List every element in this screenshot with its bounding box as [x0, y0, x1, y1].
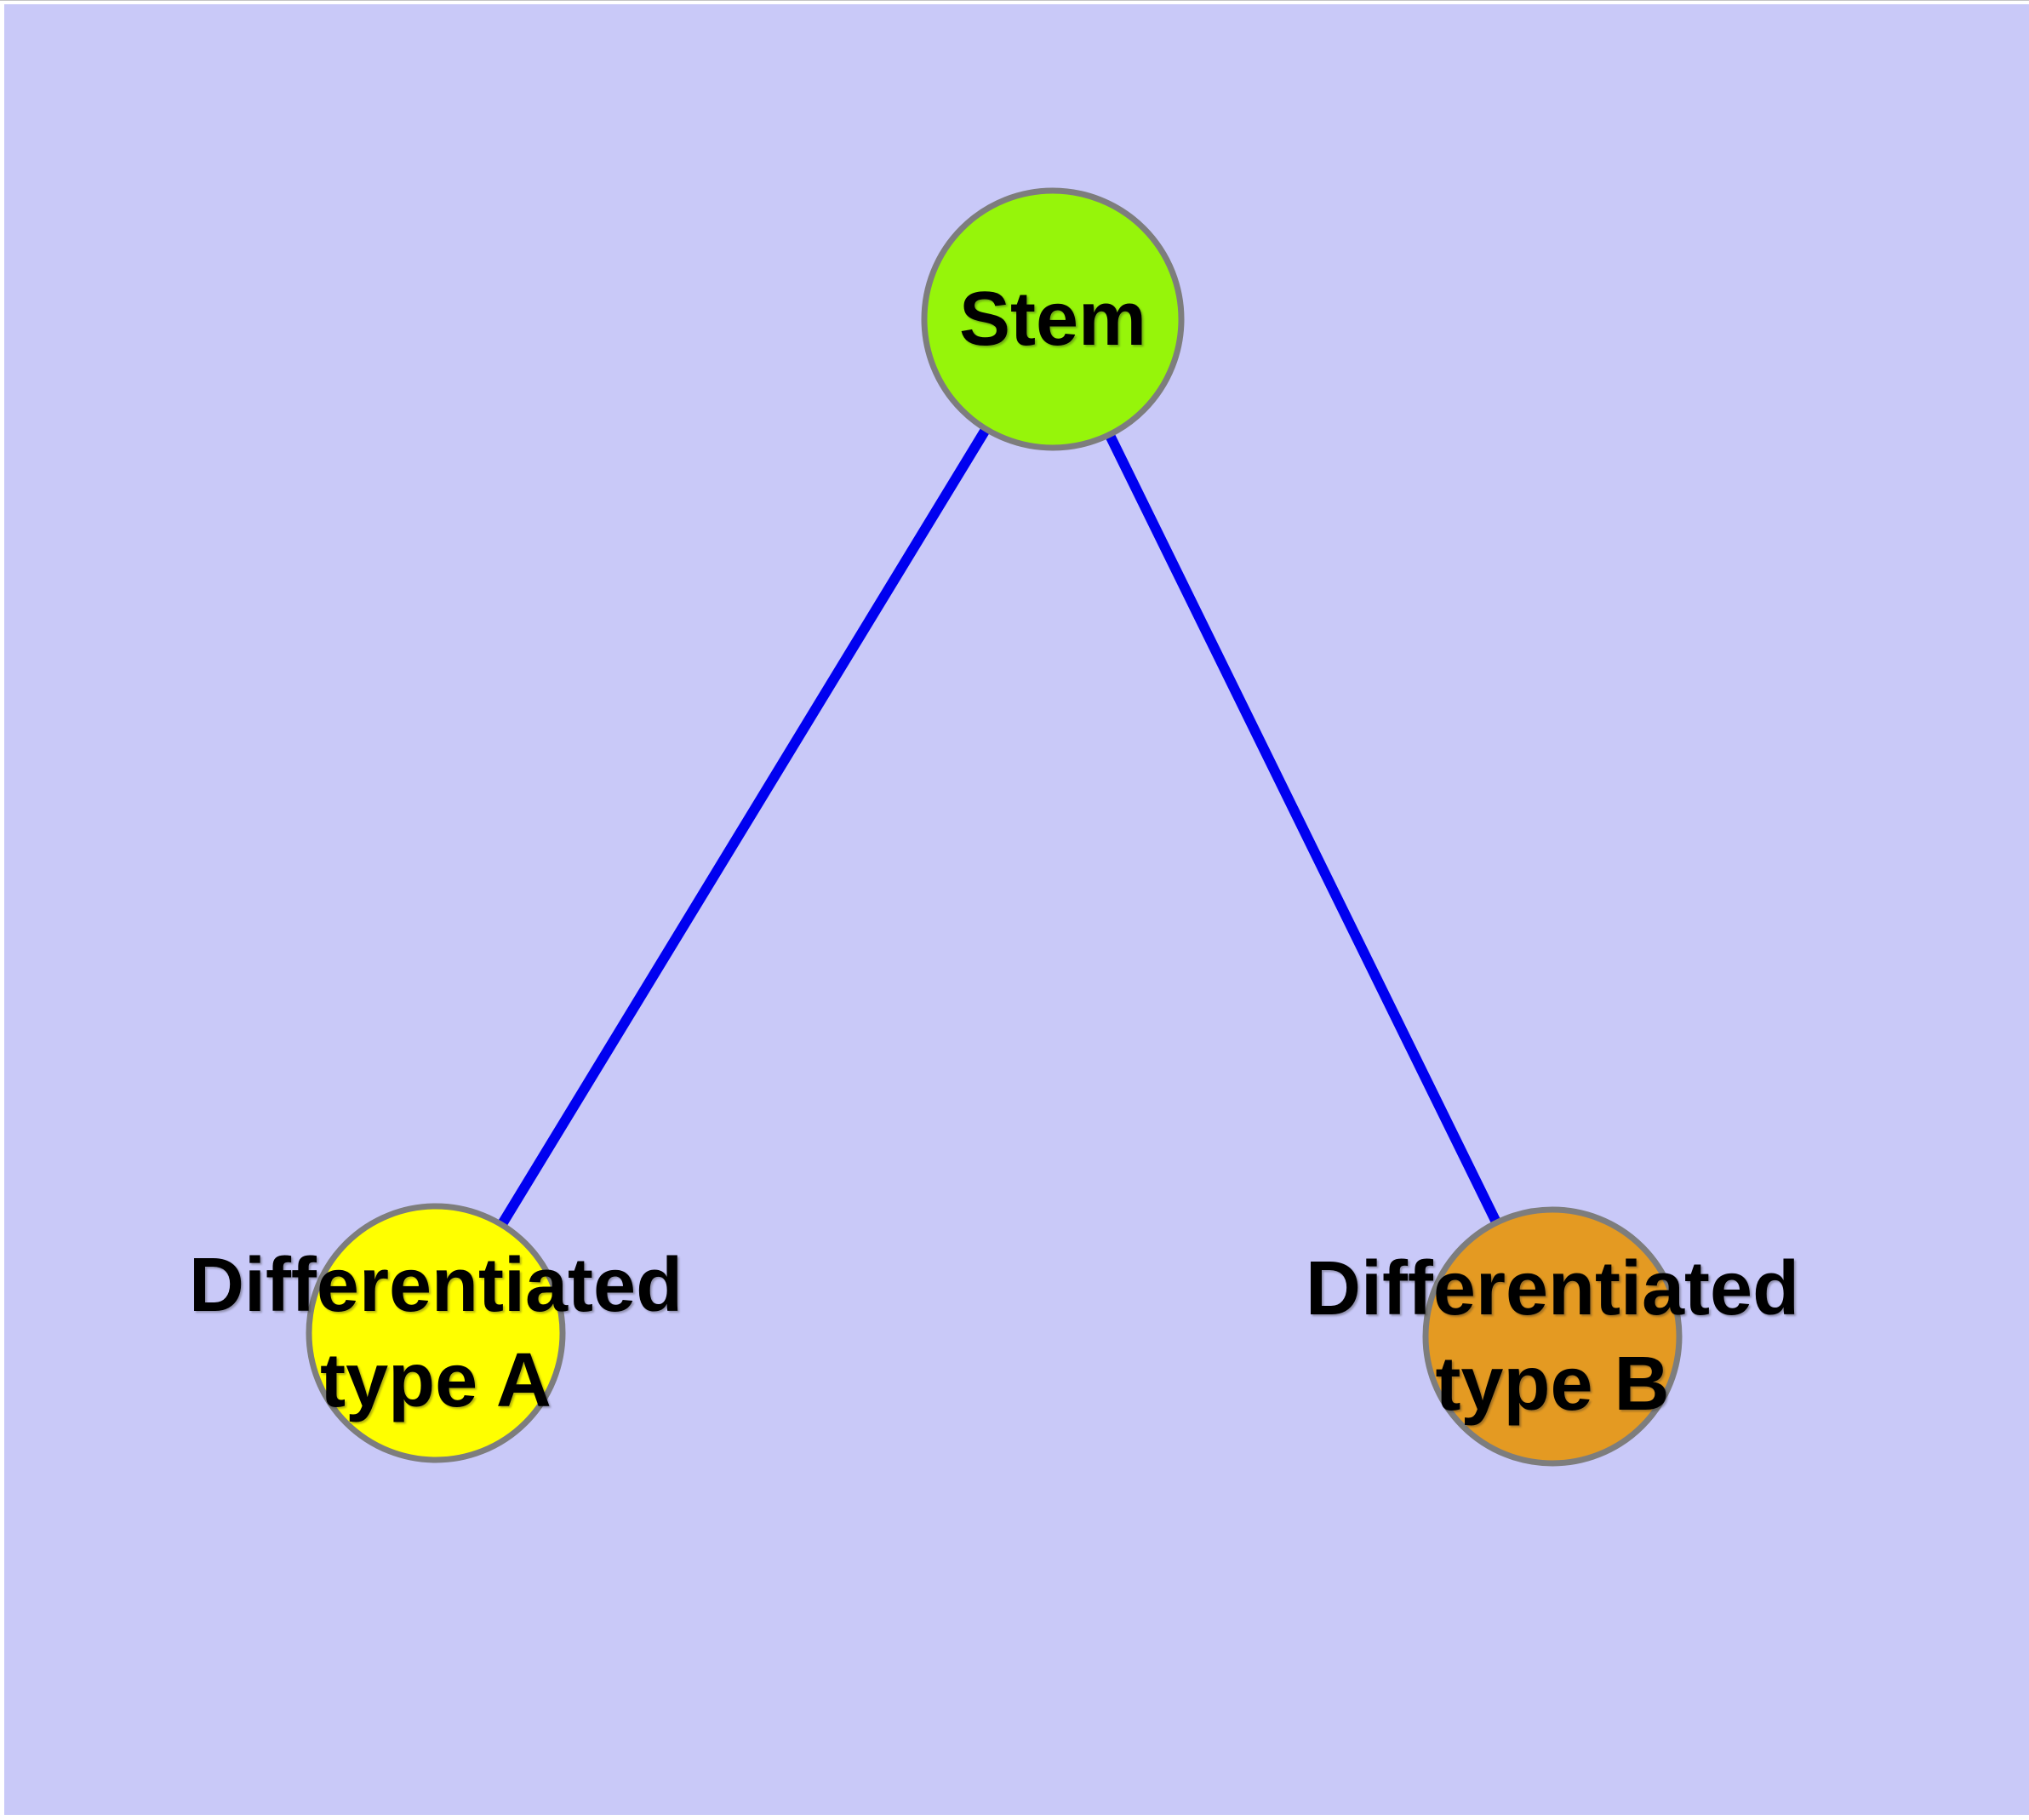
node-label-line: Differentiated — [1305, 1246, 1800, 1331]
node-label-line: Stem — [958, 277, 1147, 362]
edge-stem-to-type-a — [431, 316, 1058, 1336]
node-label-line: Differentiated — [188, 1243, 683, 1328]
node-label-stem: Stem — [959, 272, 1146, 367]
node-differentiated-type-b — [1422, 1206, 1683, 1467]
node-label-line: type A — [320, 1338, 552, 1423]
node-label-differentiated-type-a: Differentiated type A — [189, 1238, 683, 1428]
node-differentiated-type-a — [306, 1203, 566, 1463]
node-stem — [921, 187, 1185, 451]
node-label-differentiated-type-b: Differentiated type B — [1306, 1241, 1799, 1432]
node-label-line: type B — [1435, 1342, 1670, 1427]
edge-stem-to-type-b — [1048, 317, 1557, 1339]
window-top-hairline — [0, 0, 2029, 1]
